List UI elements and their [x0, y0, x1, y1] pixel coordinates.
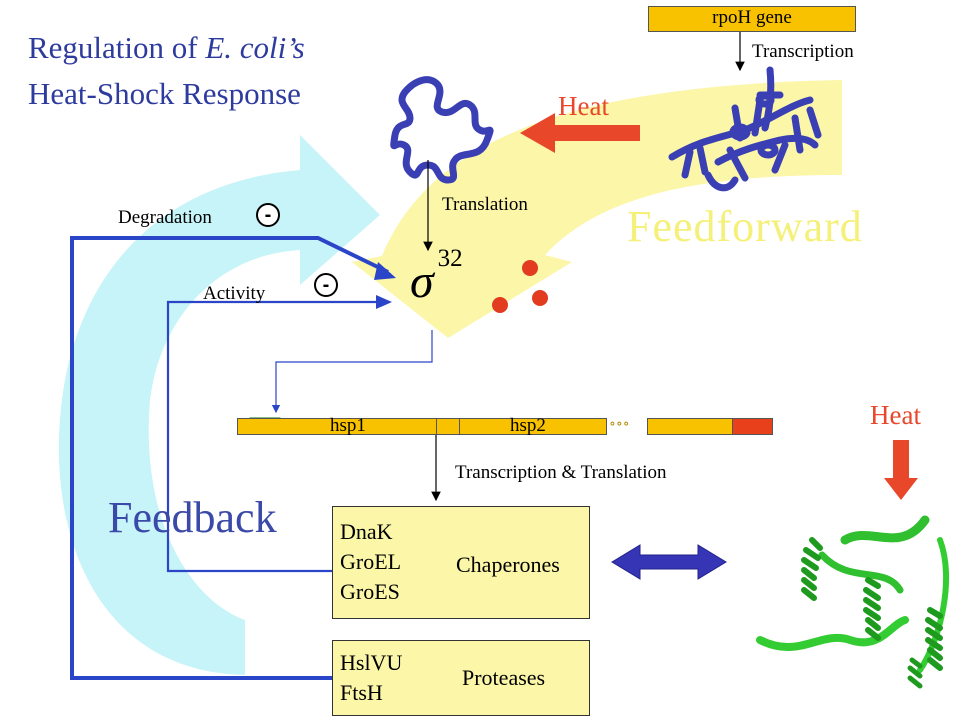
- operon-divider: [459, 418, 460, 435]
- chaperone-list: DnaK GroEL GroES: [340, 519, 402, 604]
- degradation-label: Degradation: [118, 207, 212, 228]
- proteases-label: Proteases: [462, 665, 546, 690]
- ligand-dot: [492, 297, 508, 313]
- ligand-dot: [522, 260, 538, 276]
- rpoh-mrna-structure-icon: [668, 66, 822, 192]
- feedback-label: Feedback: [108, 493, 277, 542]
- feedforward-label: Feedforward: [627, 202, 863, 251]
- terminator-icon: [732, 418, 773, 435]
- heat-down-arrow-icon: [884, 440, 918, 500]
- activity-arrow: [166, 300, 384, 573]
- heat-label-right: Heat: [870, 400, 921, 430]
- heat-label-top: Heat: [558, 91, 609, 121]
- feedback-arrow-shape: [58, 135, 380, 675]
- operon-ellipsis: ∘∘∘: [609, 417, 630, 432]
- ligand-dot: [532, 290, 548, 306]
- hsp1-label: hsp1: [330, 415, 366, 436]
- activity-minus-icon: -: [314, 273, 338, 297]
- operon-bar: [237, 418, 607, 435]
- hsp2-label: hsp2: [510, 415, 546, 436]
- unfolded-protein-icon: [756, 515, 950, 689]
- activity-label: Activity: [203, 283, 266, 304]
- protease-list: HslVU FtsH: [340, 650, 403, 705]
- rpoh-gene-box: rpoH gene: [648, 6, 856, 32]
- chaperones-box: [332, 506, 590, 619]
- chaperones-label: Chaperones: [456, 552, 560, 577]
- degradation-minus-icon: -: [256, 203, 280, 227]
- translation-label: Translation: [442, 194, 528, 215]
- sigma32-protein-icon: [390, 76, 494, 184]
- transcription-label: Transcription: [752, 41, 854, 62]
- double-arrow-icon: [611, 544, 727, 580]
- proteases-box: [332, 640, 590, 716]
- degradation-arrow: [70, 236, 389, 680]
- feedforward-arrow-shape: [352, 80, 842, 338]
- heat-arrow-icon: [520, 113, 640, 153]
- sigma-to-operon-arrow: [271, 330, 433, 414]
- operon-divider: [436, 418, 437, 435]
- diagram-title-line2: Heat-Shock Response: [28, 76, 301, 111]
- diagram-title-line1: Regulation of E. coli’s: [28, 30, 305, 65]
- transcription-translation-label: Transcription & Translation: [455, 462, 667, 483]
